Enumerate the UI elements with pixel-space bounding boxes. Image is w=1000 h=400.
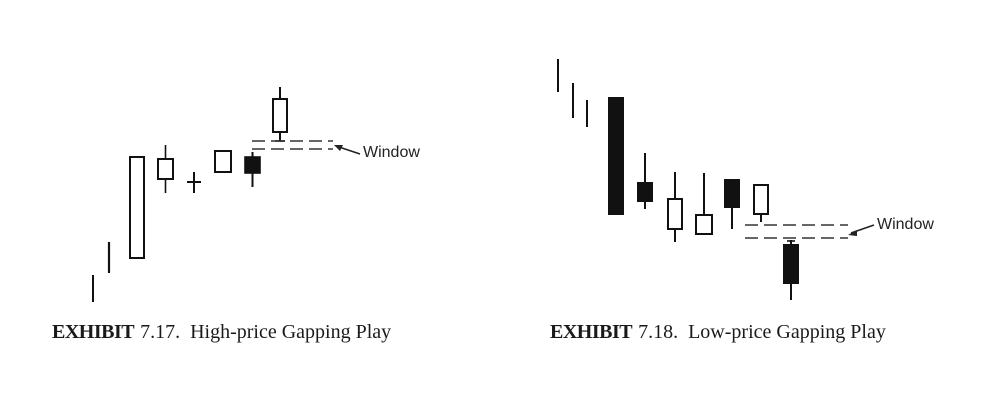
exhibit-label: EXHIBIT: [52, 321, 135, 343]
window-arrow: [334, 145, 361, 155]
candle-5-doji: [187, 172, 201, 193]
exhibit-number: 7.18.: [638, 321, 679, 343]
candle-7-black: [244, 152, 261, 187]
candle-9-white: [753, 184, 769, 222]
candle-4-black: [608, 97, 624, 215]
exhibit-title: Low-price Gapping Play: [688, 321, 886, 343]
chart-low-price-gapping: [557, 59, 875, 300]
candle-3-white: [129, 156, 145, 259]
window-arrow: [848, 224, 875, 236]
candle-8-black: [724, 179, 740, 229]
window-dashed-lines: [252, 140, 333, 150]
exhibit-title: High-price Gapping Play: [190, 321, 392, 343]
candle-5-black: [637, 153, 653, 209]
exhibit-number: 7.17.: [140, 321, 181, 343]
candle-4-white: [157, 145, 174, 193]
exhibit-label: EXHIBIT: [550, 321, 633, 343]
window-label: Window: [877, 216, 934, 233]
candle-10-black: [783, 240, 799, 300]
candle-6-white: [667, 172, 683, 242]
window-dashed-lines: [745, 224, 848, 239]
candle-6-white: [214, 150, 232, 173]
candle-7-white: [695, 173, 713, 235]
window-label: Window: [363, 144, 420, 161]
chart-high-price-gapping: [92, 87, 361, 302]
